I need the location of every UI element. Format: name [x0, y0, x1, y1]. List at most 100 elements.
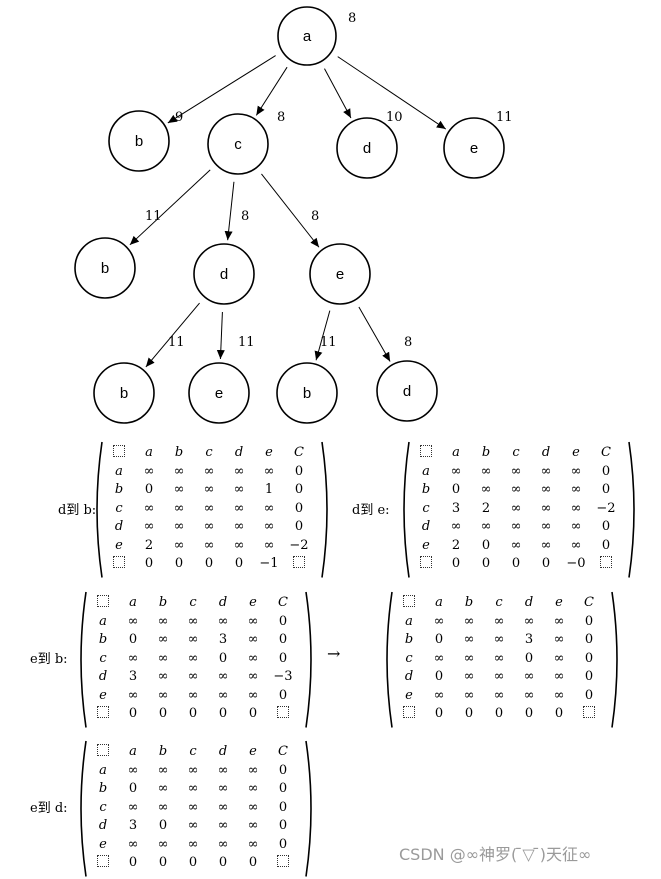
tree-node-l3-d: d8 [376, 335, 438, 422]
tree-node-l1-d: d10 [336, 110, 403, 179]
edge-root-a-to-l1-e [337, 56, 447, 130]
matrix-cell: ∞ [463, 632, 475, 647]
matrix-cell: ∞ [157, 613, 169, 629]
matrix-cell: 0 [278, 762, 288, 778]
matrix-bottom-cell: 0 [248, 706, 258, 721]
matrix-cell: ∞ [540, 537, 552, 553]
node-label: d [403, 383, 411, 400]
matrix-bottom-cell: 0 [434, 706, 444, 721]
matrix-col-header: C [278, 595, 288, 610]
matrix-cell: 2 [451, 537, 461, 553]
matrix-label: e到 d: [30, 801, 68, 816]
matrix-cell: ∞ [233, 537, 245, 553]
matrix-cell: ∞ [540, 500, 552, 516]
matrix-cell: 0 [294, 463, 304, 479]
placeholder-box [293, 556, 305, 568]
matrix-bottom-cell: 0 [541, 556, 551, 571]
matrix-cell: ∞ [493, 613, 505, 629]
matrix-col-header: C [294, 445, 304, 460]
node-label: b [120, 385, 128, 402]
matrix-cell: 0 [278, 613, 288, 629]
matrix-cell: ∞ [157, 781, 169, 796]
node-cost: 11 [320, 335, 337, 350]
matrix-cell: ∞ [203, 463, 215, 479]
matrix-cell: ∞ [233, 463, 245, 479]
matrix-corner [412, 444, 440, 462]
matrix-cell: ∞ [233, 482, 245, 497]
matrix-cell: ∞ [187, 818, 199, 833]
matrix-bottom-corner [395, 705, 423, 723]
node-circle [207, 113, 269, 175]
matrix-col-header: e [249, 595, 257, 610]
node-circle [188, 362, 250, 424]
matrix-cell: ∞ [570, 482, 582, 497]
matrix-cell: 0 [584, 613, 594, 629]
matrix-bottom-cell: 0 [511, 556, 521, 571]
matrix-cell: 0 [144, 482, 154, 497]
matrix-col-header: e [249, 744, 257, 759]
placeholder-box [97, 855, 109, 867]
matrix-col-header: C [278, 744, 288, 759]
matrix-cell: −3 [273, 669, 293, 684]
matrix-bottom-cell: 0 [554, 706, 564, 721]
matrix-col-header: d [234, 445, 244, 460]
matrix-cell: ∞ [510, 463, 522, 479]
matrix-cell: 0 [524, 650, 534, 666]
matrix-col-header: C [584, 595, 594, 610]
matrix-row-header: e [99, 836, 107, 852]
matrix-cell: ∞ [127, 613, 139, 629]
matrix-col-header: b [464, 595, 474, 610]
node-circle [108, 110, 170, 172]
matrix-cell: ∞ [247, 762, 259, 778]
matrix-cell: ∞ [157, 687, 169, 703]
matrix-cell: ∞ [127, 799, 139, 815]
matrix-corner [89, 743, 117, 761]
matrix-row-header: e [115, 537, 123, 553]
placeholder-box [403, 595, 415, 607]
matrix-cell: ∞ [247, 613, 259, 629]
matrix-cell: ∞ [217, 799, 229, 815]
tree-node-l1-c: c8 [207, 110, 285, 175]
matrix-cell: ∞ [203, 482, 215, 497]
matrix-cell: ∞ [510, 500, 522, 516]
node-label: e [470, 140, 478, 157]
matrix-cell: ∞ [540, 519, 552, 534]
matrix-bottom-cell: 0 [248, 855, 258, 870]
matrix-row-header: b [98, 632, 108, 647]
watermark: CSDN @∞神罗( ̄▽ ̄)天征∞ [399, 845, 592, 864]
matrix-cell: ∞ [187, 613, 199, 629]
matrix-cell: ∞ [463, 687, 475, 703]
matrix-col-header: e [265, 445, 273, 460]
matrix-cell: ∞ [173, 463, 185, 479]
matrix-row-header: c [115, 500, 123, 516]
tree-node-l2-e: e8 [309, 209, 371, 305]
matrix-cell: ∞ [570, 519, 582, 534]
node-label: b [303, 385, 311, 402]
matrix-cell: ∞ [247, 687, 259, 703]
matrix-bottom-corner [89, 854, 117, 872]
matrix-cell: ∞ [510, 537, 522, 553]
matrix-cell: 0 [278, 650, 288, 666]
matrix-cell: 0 [128, 632, 138, 647]
node-label: e [336, 266, 344, 283]
tree-node-l2-b: b11 [74, 209, 162, 299]
matrix-bottom-cell: 0 [128, 855, 138, 870]
matrix-bottom-cell: −0 [566, 556, 586, 571]
matrix-cell: ∞ [263, 500, 275, 516]
matrix-row-header: a [99, 762, 107, 778]
matrix-cell: ∞ [510, 519, 522, 534]
matrix-cell: ∞ [233, 519, 245, 534]
matrix-cell: 0 [278, 687, 288, 703]
matrix-bottom-corner [412, 555, 440, 573]
matrix-cell: ∞ [203, 500, 215, 516]
matrix-bottom-cell: 0 [144, 556, 154, 571]
matrix-cell: ∞ [173, 500, 185, 516]
matrix-cell: 3 [451, 500, 461, 516]
matrix-cell: ∞ [480, 519, 492, 534]
matrix-col-header: C [601, 445, 611, 460]
